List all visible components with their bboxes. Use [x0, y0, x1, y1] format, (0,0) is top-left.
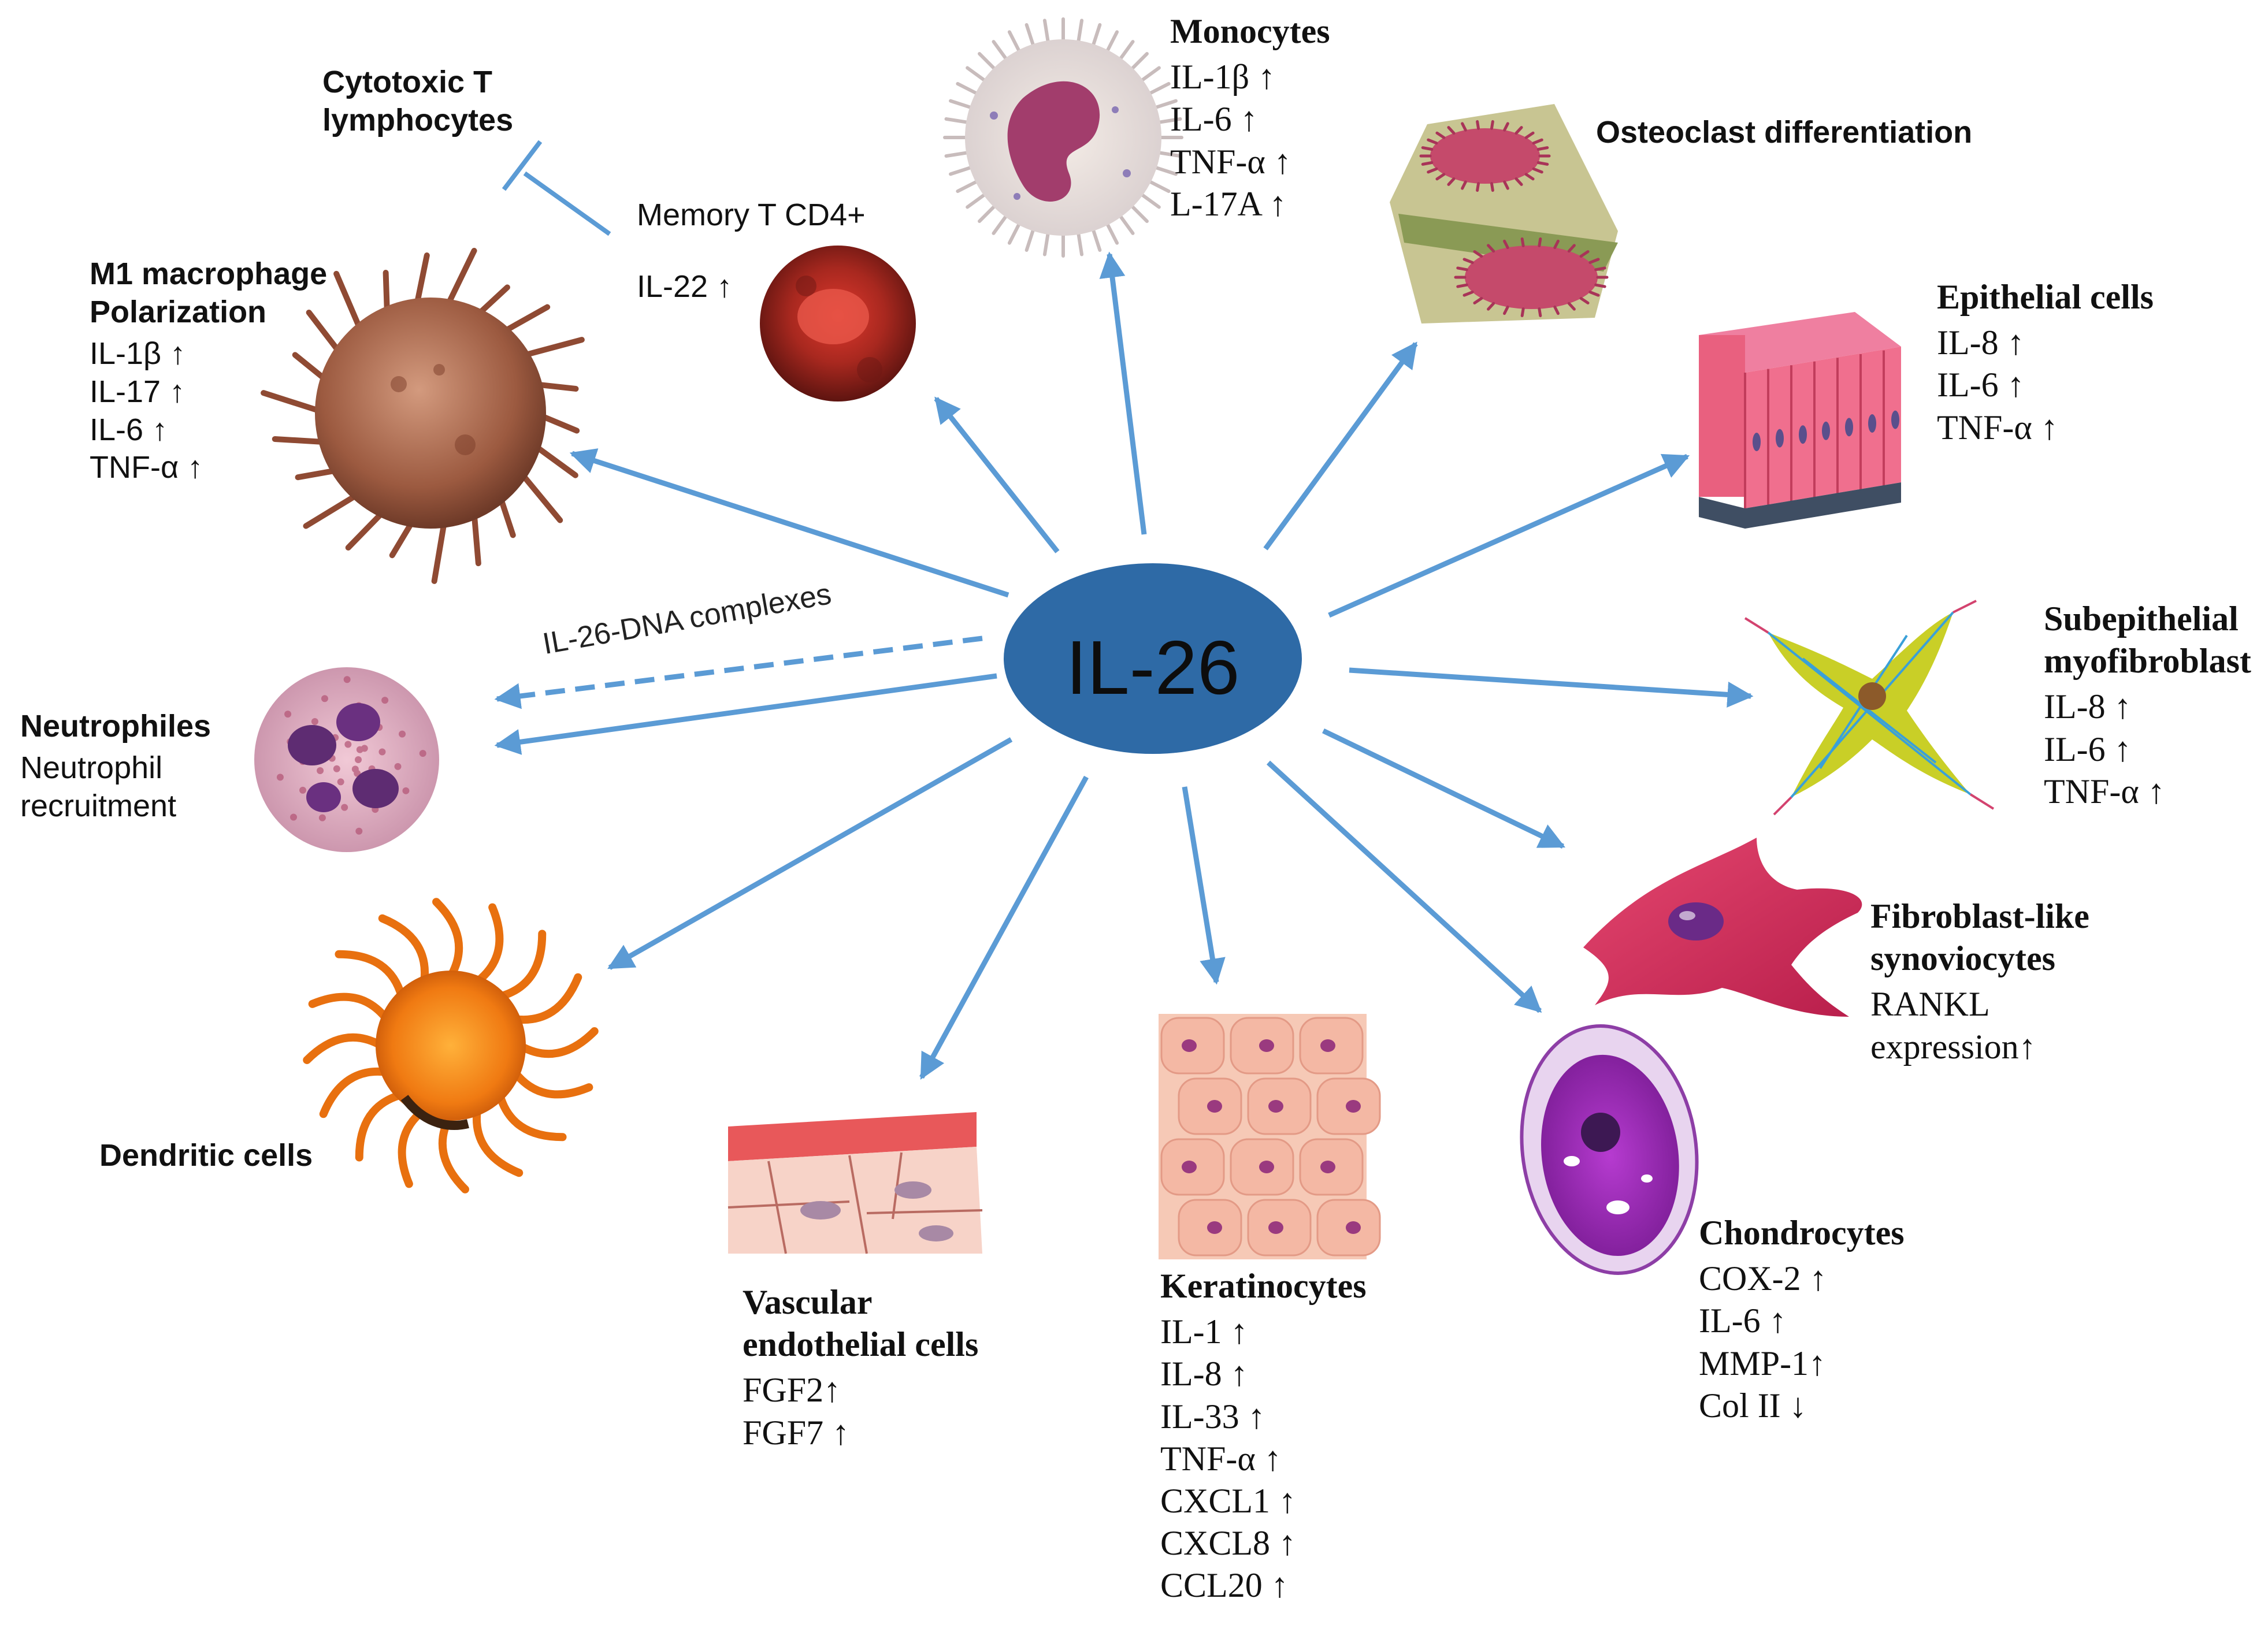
node-value-line: IL-8 ↑ — [2044, 687, 2132, 726]
inhibition-line — [502, 140, 611, 236]
label-dendritic: Dendritic cells — [99, 1137, 313, 1175]
label-memory-t: Memory T CD4+ IL-22 ↑ — [637, 196, 866, 306]
node-value-line: Neutrophil — [20, 750, 163, 785]
synoviocyte-cell-icon — [1583, 838, 1862, 1017]
node-title-line: Neutrophiles — [20, 709, 211, 743]
node-title-line: M1 macrophage — [90, 256, 328, 291]
arrow-to-monocytes — [1099, 251, 1147, 535]
node-value-line: Memory T CD4+ — [637, 198, 866, 232]
keratinocyte-tissue-icon — [1159, 1014, 1381, 1259]
endothelial-tissue-icon — [727, 1112, 983, 1254]
il26-hub — [1004, 563, 1302, 754]
memory-t-cell-icon — [760, 246, 916, 402]
node-value-line: CXCL8 ↑ — [1160, 1524, 1297, 1563]
node-title-line: myofibroblast — [2044, 642, 2251, 681]
node-value-line: IL-1β ↑ — [1170, 58, 1276, 96]
node-value-line: IL-1β ↑ — [90, 336, 186, 371]
node-value-line: IL-22 ↑ — [637, 269, 733, 304]
node-value-line: recruitment — [20, 788, 177, 823]
node-title-line: Chondrocytes — [1699, 1214, 1905, 1252]
node-value-line: TNF-α ↑ — [90, 450, 203, 485]
node-title-line: Osteoclast differentiation — [1596, 115, 1973, 150]
dendritic-cell-icon — [303, 898, 599, 1194]
myofibroblast-cell-icon — [1744, 600, 1995, 816]
node-title-line: Fibroblast-like — [1870, 897, 2089, 935]
node-title-line: Subepithelial — [2044, 600, 2239, 638]
macrophage-cell-icon — [261, 247, 585, 584]
node-value-line: IL-6 ↑ — [1170, 100, 1258, 139]
arrow-to-synoviocytes — [1322, 728, 1566, 849]
arrow-to-dendritic — [607, 737, 1013, 970]
label-osteoclast: Osteoclast differentiation — [1596, 114, 1972, 152]
node-value-line: TNF-α ↑ — [1937, 408, 2058, 447]
node-value-line: CXCL1 ↑ — [1160, 1481, 1297, 1520]
node-value-line: IL-33 ↑ — [1160, 1397, 1265, 1436]
node-value-line: IL-8 ↑ — [1937, 324, 2025, 362]
dashed-arrow-dna-complexes — [494, 635, 983, 709]
node-title-line: Keratinocytes — [1160, 1267, 1367, 1305]
node-value-line: RANKL — [1870, 985, 1990, 1024]
node-title-line: Vascular — [743, 1283, 873, 1321]
node-value-line: IL-6 ↑ — [1699, 1302, 1787, 1340]
node-value-line: CCL20 ↑ — [1160, 1566, 1289, 1605]
arrow-to-chondrocytes — [1266, 760, 1542, 1013]
node-value-line: COX-2 ↑ — [1699, 1259, 1827, 1298]
node-title-line: endothelial cells — [743, 1325, 979, 1364]
node-value-line: MMP-1↑ — [1699, 1344, 1827, 1382]
node-title-line: synoviocytes — [1870, 939, 2055, 978]
chondrocyte-cell-icon — [1520, 1024, 1699, 1275]
arrow-to-osteoclast — [1263, 341, 1418, 551]
monocyte-cell-icon — [943, 17, 1183, 258]
arrow-to-keratinocytes — [1182, 786, 1226, 985]
node-value-line: IL-6 ↑ — [1937, 366, 2025, 404]
arrow-to-epithelial — [1328, 453, 1690, 618]
arrow-to-macrophage — [569, 448, 1009, 598]
node-value-line: Col II ↓ — [1699, 1386, 1807, 1425]
arrow-to-neutrophiles — [494, 673, 997, 755]
arrow-to-endothelial — [919, 775, 1089, 1080]
node-value-line: IL-8 ↑ — [1160, 1355, 1248, 1393]
node-value-line: TNF-α ↑ — [2044, 772, 2165, 811]
node-title-line: Dendritic cells — [99, 1138, 313, 1173]
node-value-line: expression↑ — [1870, 1027, 2036, 1066]
node-value-line: FGF7 ↑ — [743, 1413, 850, 1452]
node-value-line: IL-1 ↑ — [1160, 1313, 1248, 1351]
node-title-line: Polarization — [90, 294, 267, 329]
arrow-to-myofibroblast — [1349, 667, 1754, 708]
node-value-line: IL-6 ↑ — [90, 412, 168, 447]
epithelial-tissue-icon — [1699, 312, 1901, 529]
node-value-line: L-17A ↑ — [1170, 184, 1287, 223]
node-value-line: IL-17 ↑ — [90, 374, 185, 409]
node-value-line: TNF-α ↑ — [1160, 1439, 1282, 1478]
node-title-line: Cytotoxic T — [322, 65, 493, 99]
hub-label: IL-26 — [1066, 624, 1240, 710]
osteoclast-cell-icon — [1390, 104, 1618, 324]
neutrophil-cell-icon — [254, 667, 439, 852]
node-value-line: IL-6 ↑ — [2044, 730, 2132, 768]
arrows-layer — [494, 251, 1754, 1080]
arrow-to-memory-t — [934, 396, 1060, 553]
node-value-line: TNF-α ↑ — [1170, 142, 1291, 181]
node-value-line: FGF2↑ — [743, 1371, 841, 1410]
node-title-line: Epithelial cells — [1937, 278, 2154, 316]
node-title-line: lymphocytes — [322, 102, 514, 137]
node-title-line: Monocytes — [1170, 12, 1330, 50]
